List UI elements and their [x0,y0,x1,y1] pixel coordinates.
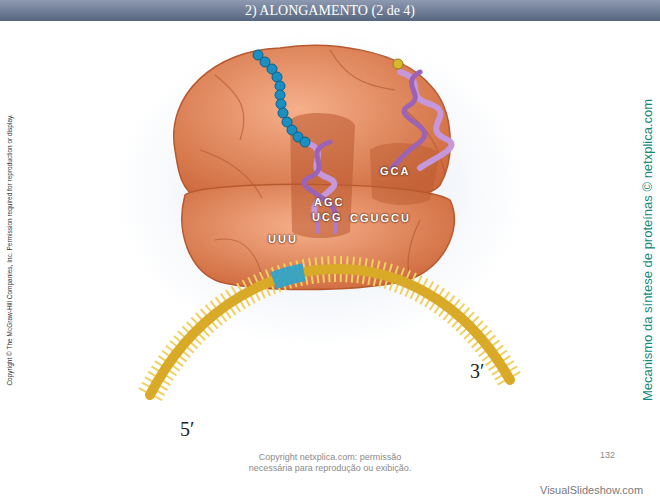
codon: UCG [312,211,342,223]
title-bar: 2) ALONGAMENTO (2 de 4) [0,0,660,21]
watermark: VisualSlideshow.com [540,484,643,496]
anticodon: AGC [314,196,344,208]
trna-end [393,59,403,69]
polypeptide-chain [253,50,310,147]
codon-highlight [150,269,510,395]
mrna-bases [150,269,510,395]
background-glow [115,30,525,350]
codon: CGUGCU [350,212,411,224]
footer-note: Copyright netxplica.com: permissão neces… [240,452,420,475]
slide-title: 2) ALONGAMENTO (2 de 4) [245,3,415,19]
trna-channel [290,113,355,238]
codon: UUU [268,233,298,245]
watermark: Mecanismo da síntese de proteínas © netx… [640,99,655,401]
anticodon: GCA [380,165,410,177]
strand-end: 5′ [180,418,194,441]
trna-exiting [392,72,451,168]
mrna-strand [150,269,510,395]
ribosome-lobes [200,50,445,280]
strand-end: 3′ [470,360,484,383]
page-number: 132 [600,450,615,460]
copyright-note: Copyright © The McGraw-Hill Companies, I… [6,114,13,385]
